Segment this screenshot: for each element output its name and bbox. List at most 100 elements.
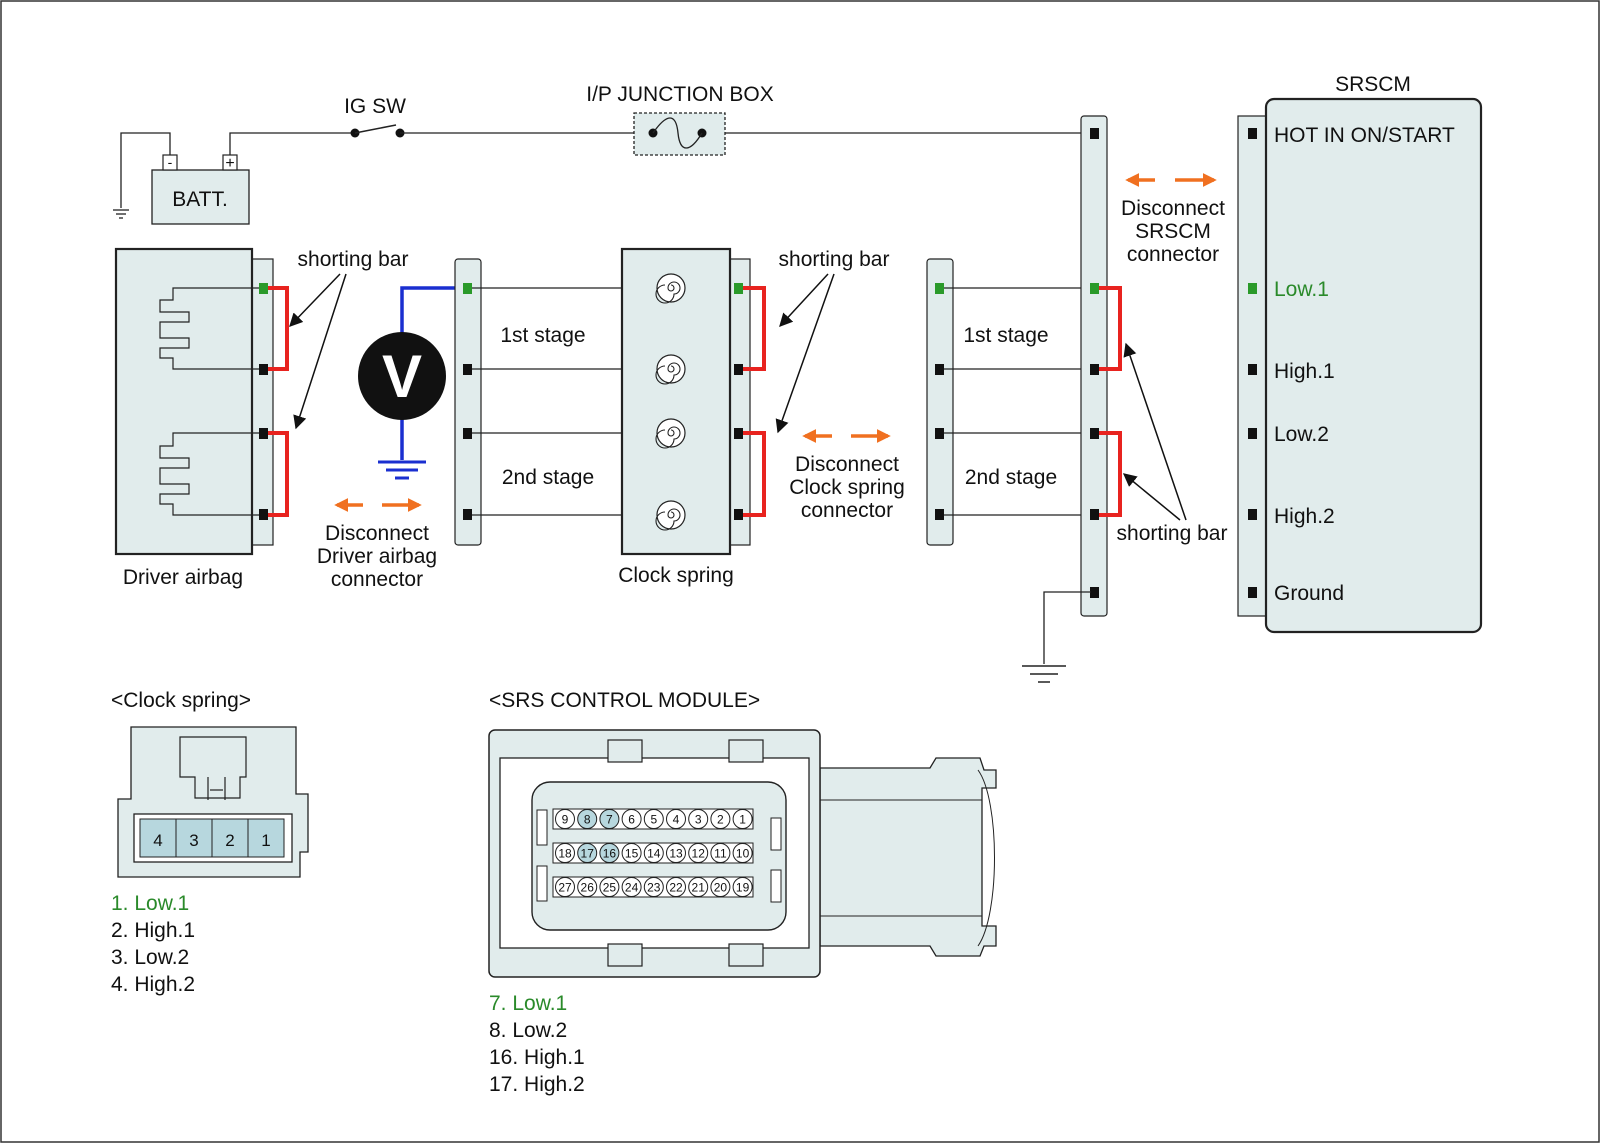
srs-pin-label-11: 11 xyxy=(714,847,727,861)
srs-pin-label-26: 26 xyxy=(581,881,595,895)
clock-spring-coil-2-icon xyxy=(656,354,686,384)
power-supply-circuit: - + BATT. IG SW I/P JUNCTION BOX xyxy=(113,83,1091,225)
cs-in-pin-high2 xyxy=(463,509,472,520)
srscm-harness-connector: shorting bar xyxy=(1022,115,1228,683)
srscm-h-pin-high1 xyxy=(1090,364,1099,375)
airbag-pin-high2 xyxy=(259,509,268,520)
srs-legend-1: 7. Low.1 xyxy=(489,992,567,1015)
disconnect-srscm-callout: Disconnect SRSCM connector xyxy=(1121,173,1225,266)
srs-pin-17 xyxy=(577,843,598,863)
srs-pin-16 xyxy=(599,843,620,863)
disconnect-srscm-line1: Disconnect xyxy=(1121,197,1225,220)
airbag-pin-low1 xyxy=(259,283,268,294)
srs-pin-label-8: 8 xyxy=(584,813,591,827)
fuse-icon xyxy=(648,117,707,149)
srs-pin-6 xyxy=(621,809,642,829)
srscm-shorting-bar-1 xyxy=(1099,286,1122,371)
disconnect-driver-airbag-callout: Disconnect Driver airbag connector xyxy=(317,498,437,591)
srs-pin-15 xyxy=(621,843,642,863)
disconnect-clock-line2: Clock spring xyxy=(789,476,905,499)
battery-box xyxy=(151,169,250,225)
srscm-body xyxy=(1264,97,1483,634)
srscm-shorting-bar-2 xyxy=(1099,431,1122,517)
srs-pin-22 xyxy=(666,877,686,897)
srs-pin-4 xyxy=(666,809,686,829)
cs-legend-3: 3. Low.2 xyxy=(111,946,189,969)
harness-connector xyxy=(926,258,954,546)
srs-pin-21 xyxy=(688,877,709,897)
srs-pin-label-24: 24 xyxy=(625,881,639,895)
cs-connector-pin-1 xyxy=(247,818,285,858)
srs-pin-label-27: 27 xyxy=(558,881,572,895)
airbag-shorting-bar-2 xyxy=(268,431,289,517)
ig-sw-label: IG SW xyxy=(344,95,406,118)
cs-second-stage-label: 2nd stage xyxy=(502,466,594,489)
voltmeter-symbol: V xyxy=(382,343,422,410)
srs-pin-12 xyxy=(688,843,709,863)
cs-connector-pin-4 xyxy=(139,818,177,858)
srscm-ground-icon xyxy=(1022,665,1066,683)
srs-pin-label-2: 2 xyxy=(717,813,724,827)
srs-pin-label-21: 21 xyxy=(692,881,706,895)
srs-pin-label-18: 18 xyxy=(558,847,572,861)
voltmeter-ground-icon xyxy=(378,460,426,480)
srs-pin-label-1: 1 xyxy=(739,813,746,827)
srs-pin-24 xyxy=(621,877,642,897)
cs-in-pin-low2 xyxy=(463,428,472,439)
harness-pin-high2 xyxy=(935,509,944,520)
driver-airbag-module: Driver airbag shorting bar xyxy=(114,247,408,589)
srs-pin-5 xyxy=(643,809,664,829)
srs-pin-label-17: 17 xyxy=(581,847,595,861)
srs-pin-label-9: 9 xyxy=(562,813,569,827)
voltmeter: V xyxy=(358,286,466,480)
cs-legend-4: 4. High.2 xyxy=(111,973,195,996)
srscm-terminal-high1: High.1 xyxy=(1274,360,1335,383)
srs-pin-label-13: 13 xyxy=(669,847,683,861)
cs-out-pin-low2 xyxy=(734,428,743,439)
clock-spring-connector-view: <Clock spring> 4 3 2 1 1. Low.1 2. High.… xyxy=(111,689,309,996)
clock-spring-output-plate xyxy=(727,258,751,546)
clock-spring-coil-3-icon xyxy=(656,418,686,448)
clock-spring-label: Clock spring xyxy=(618,564,734,587)
srs-legend-4: 17. High.2 xyxy=(489,1073,585,1096)
cs-out-pin-high1 xyxy=(734,364,743,375)
disconnect-airbag-line1: Disconnect xyxy=(325,522,429,545)
cs-pin-label-1: 1 xyxy=(261,831,270,850)
disconnect-clock-spring-callout: Disconnect Clock spring connector xyxy=(789,429,905,522)
cs-legend-1: 1. Low.1 xyxy=(111,892,189,915)
srs-pin-label-3: 3 xyxy=(695,813,702,827)
srs-pin-label-20: 20 xyxy=(714,881,728,895)
srscm-h-pin-low2 xyxy=(1090,428,1099,439)
srs-pin-13 xyxy=(666,843,686,863)
srscm-shorting-bar-label: shorting bar xyxy=(1117,522,1228,545)
srscm-terminal-low1: Low.1 xyxy=(1274,278,1329,301)
srscm-h-pin-low1 xyxy=(1090,283,1099,294)
airbag-squib-2-icon xyxy=(159,432,264,516)
airbag-shorting-bar-1 xyxy=(268,286,289,371)
cs-pin-label-3: 3 xyxy=(189,831,198,850)
srs-pin-14 xyxy=(643,843,664,863)
harness-second-stage-label: 2nd stage xyxy=(965,466,1057,489)
srscm-terminal-hot: HOT IN ON/START xyxy=(1274,124,1455,147)
cs-legend-2: 2. High.1 xyxy=(111,919,195,942)
battery-positive-sign: + xyxy=(225,155,234,172)
srs-pin-label-22: 22 xyxy=(669,881,683,895)
battery-negative-sign: - xyxy=(168,154,173,170)
srs-pin-9 xyxy=(555,809,575,829)
clock-spring-coil-4-icon xyxy=(656,500,686,530)
battery-negative-terminal xyxy=(162,154,178,171)
srs-pin-label-23: 23 xyxy=(647,881,661,895)
srs-pin-25 xyxy=(599,877,620,897)
srs-pin-27 xyxy=(555,877,575,897)
voltmeter-icon xyxy=(358,332,446,420)
srscm-h-pin-ground xyxy=(1090,587,1099,598)
cs-pin-label-4: 4 xyxy=(153,831,162,850)
srs-pin-26 xyxy=(577,877,598,897)
airbag-squib-1-icon xyxy=(159,287,264,370)
srscm-terminal-low2: Low.2 xyxy=(1274,423,1329,446)
cs-out-pin-high2 xyxy=(734,509,743,520)
